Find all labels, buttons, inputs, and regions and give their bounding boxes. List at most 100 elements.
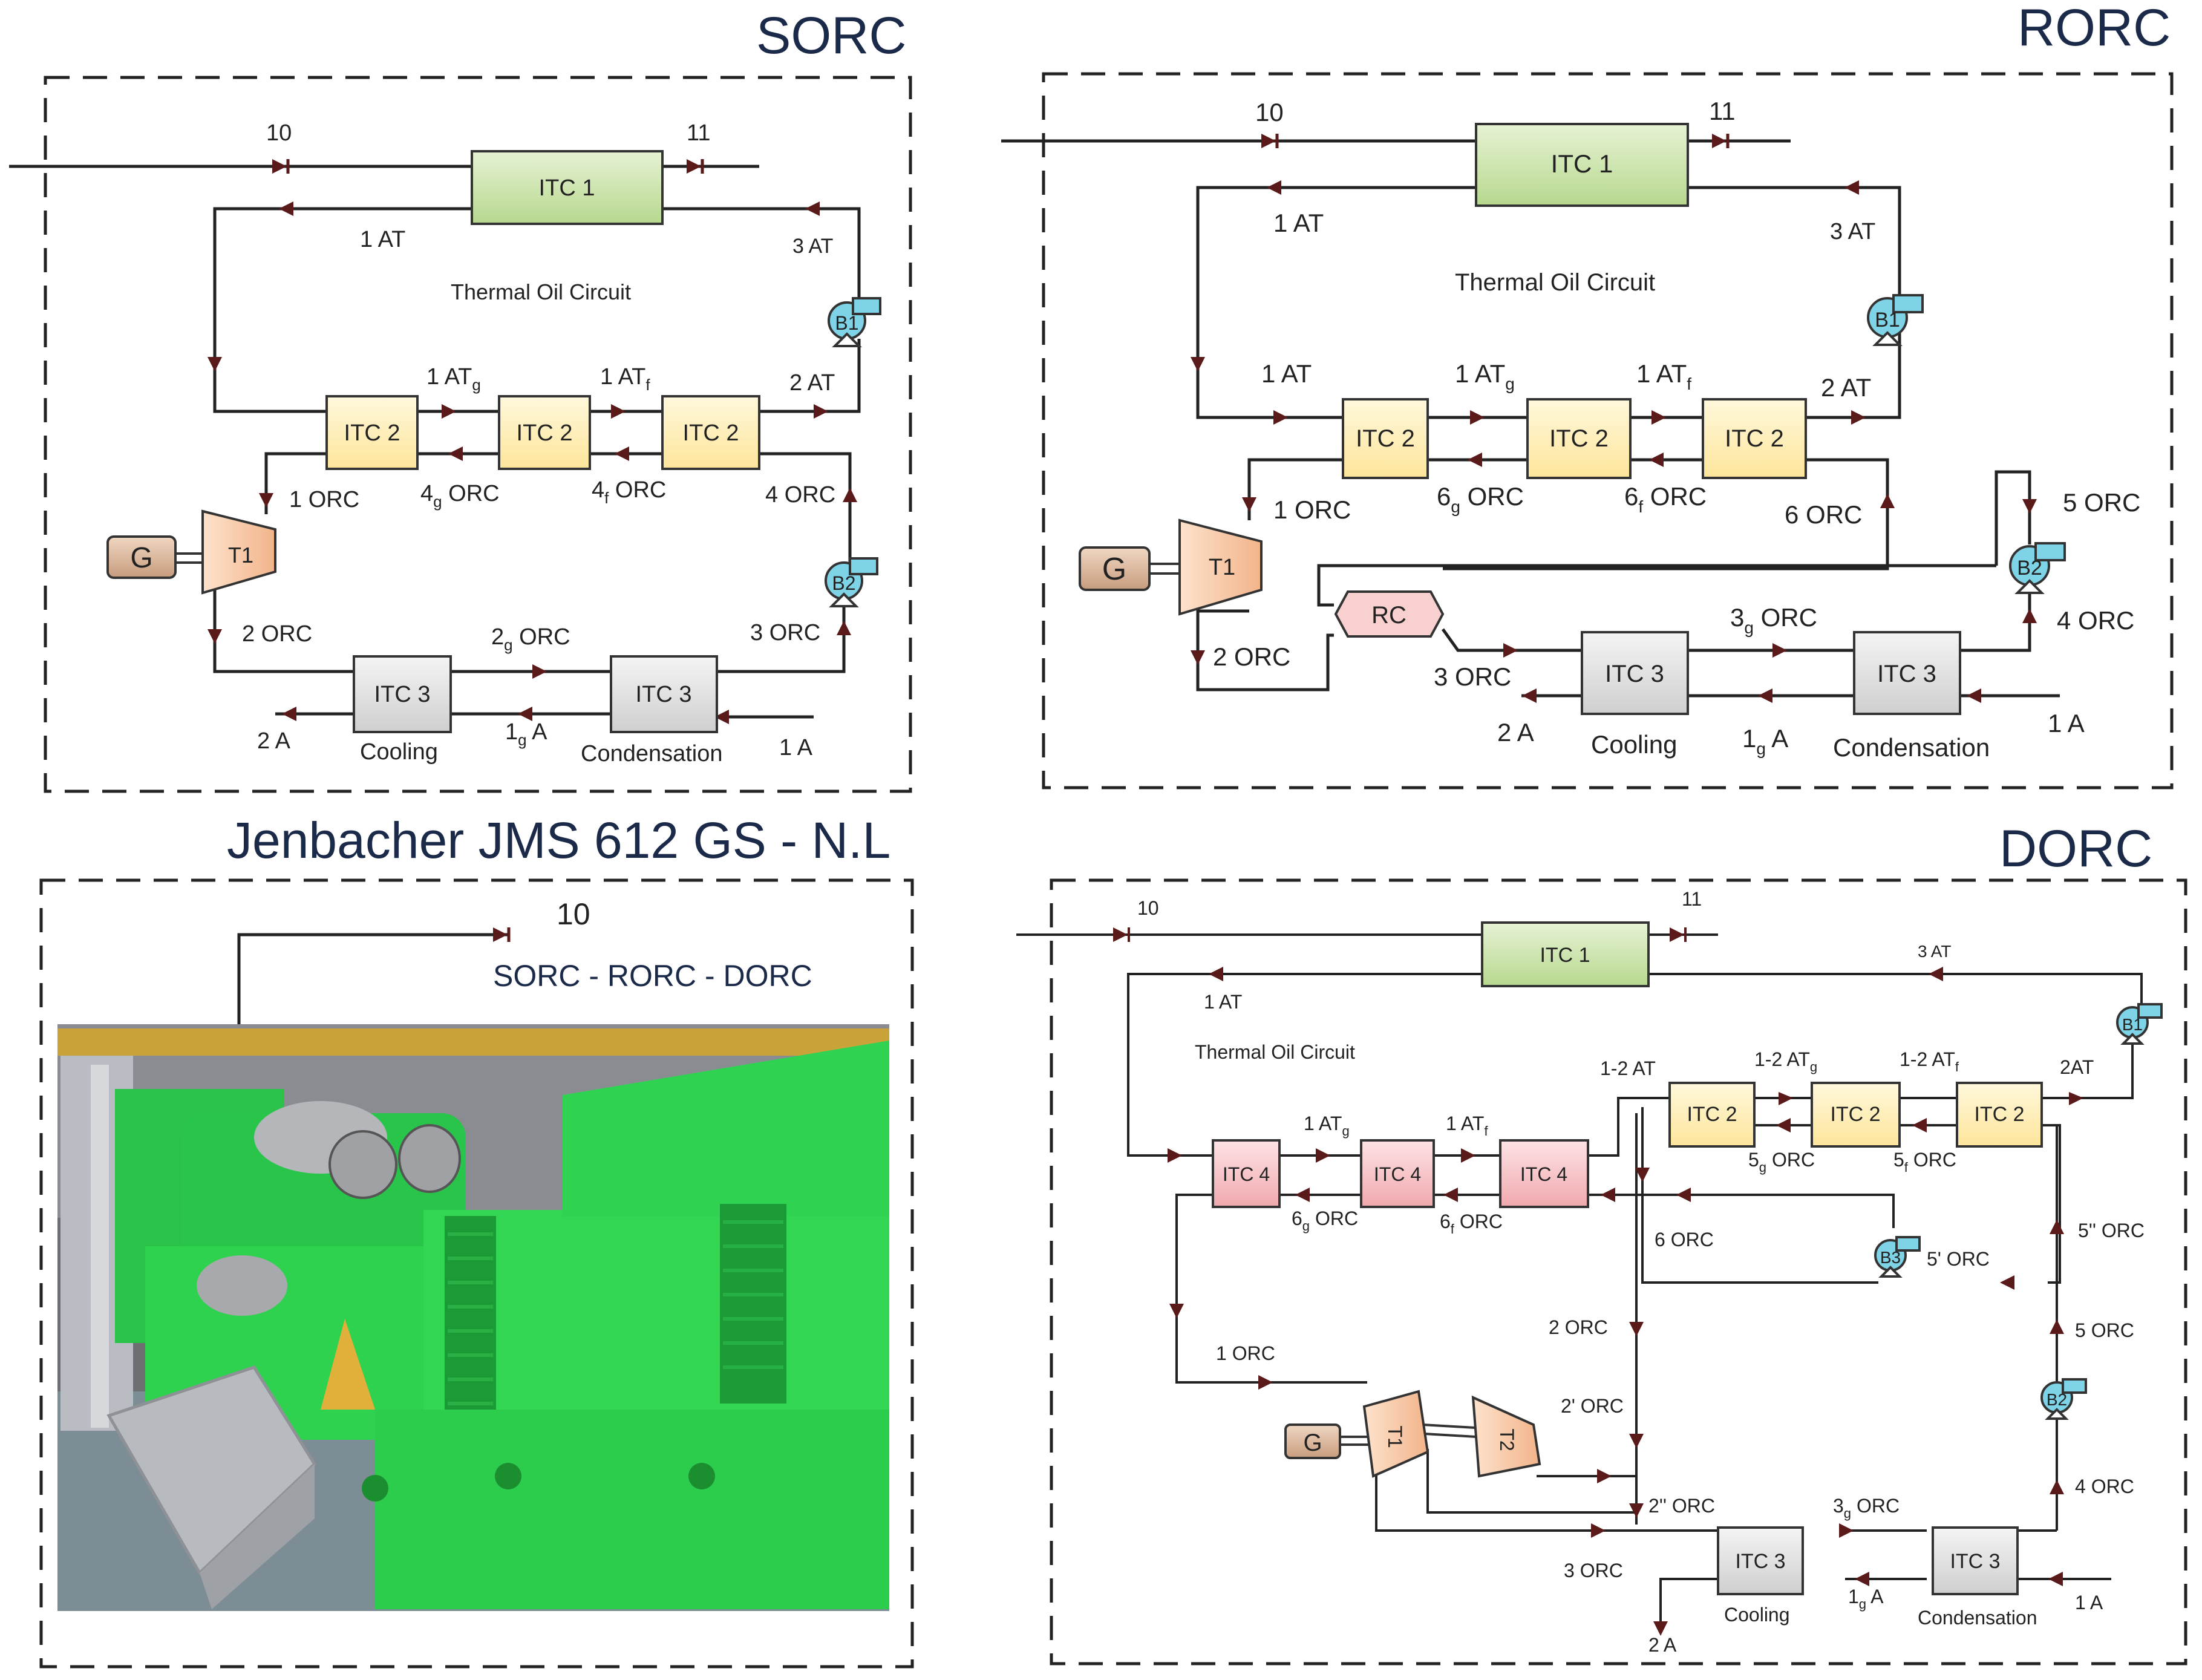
dorc-1-2atf: 1-2 ATf [1900, 1048, 1959, 1074]
dorc-itc4a-label: ITC 4 [1223, 1163, 1270, 1185]
dorc-condensation: Condensation [1918, 1607, 2037, 1629]
dorc-1orc: 1 ORC [1216, 1342, 1275, 1364]
sorc-title: SORC [756, 7, 906, 65]
rorc-itc2b-label: ITC 2 [1549, 425, 1609, 452]
dorc-2at: 2AT [2060, 1056, 2094, 1078]
sorc-s11: 11 [687, 120, 710, 146]
rorc-itc2a-label: ITC 2 [1356, 425, 1415, 452]
sorc-itc3b-label: ITC 3 [636, 682, 692, 707]
rorc-recuperator-icon [1334, 590, 1445, 638]
dorc-gen-label: G [1303, 1430, 1322, 1456]
rorc-6orc: 6 ORC [1785, 500, 1862, 529]
sorc-4orc: 4 ORC [765, 482, 835, 508]
dorc-b2-label: B2 [2047, 1390, 2067, 1409]
dorc-3at: 3 AT [1918, 942, 1952, 961]
dorc-s10: 10 [1137, 897, 1159, 919]
dorc-1atg: 1 ATg [1304, 1113, 1350, 1139]
rorc-generator-icon [1079, 546, 1151, 591]
dorc-2orc: 2 ORC [1549, 1316, 1608, 1338]
rorc-1ga: 1g A [1742, 724, 1788, 758]
rorc-cooling: Cooling [1591, 730, 1677, 759]
dorc-6forc: 6f ORC [1440, 1211, 1503, 1237]
dorc-pump-b3-icon [1874, 1236, 1921, 1278]
rorc-itc2a-box [1342, 398, 1429, 479]
rorc-1atf: 1 ATf [1636, 359, 1691, 393]
dorc-5porc: 5' ORC [1927, 1248, 1990, 1270]
sorc-2a: 2 A [257, 728, 291, 754]
engine-title: Jenbacher JMS 612 GS - N.L [227, 812, 890, 869]
engine-subtitle: SORC - RORC - DORC [493, 959, 812, 993]
rorc-3orc: 3 ORC [1434, 662, 1511, 691]
rorc-s10: 10 [1255, 98, 1284, 126]
sorc-condensation: Condensation [581, 741, 723, 766]
rorc-b2-label: B2 [2017, 557, 2042, 580]
dorc-itc2c-label: ITC 2 [1974, 1103, 2024, 1126]
dorc-diagram: DORC [1016, 820, 2187, 1665]
dorc-itc2a-label: ITC 2 [1687, 1103, 1737, 1126]
sorc-itc2b-label: ITC 2 [517, 420, 573, 446]
sorc-itc1-box [471, 150, 664, 225]
rorc-2orc: 2 ORC [1213, 642, 1290, 671]
dorc-itc4a-box [1212, 1139, 1281, 1208]
sorc-generator-icon [106, 535, 177, 579]
dorc-itc2c-box [1956, 1082, 2043, 1148]
sorc-itc2c-label: ITC 2 [683, 420, 739, 446]
rorc-itc1-label: ITC 1 [1551, 149, 1613, 178]
dorc-5forc: 5f ORC [1893, 1149, 1956, 1175]
dorc-3gorc: 3g ORC [1833, 1495, 1900, 1521]
dorc-itc3a-label: ITC 3 [1735, 1550, 1785, 1573]
dorc-t1-label: T1 [1384, 1425, 1406, 1448]
rorc-1orc: 1 ORC [1273, 495, 1351, 524]
dorc-itc2a-box [1668, 1082, 1756, 1148]
dorc-frame [1050, 878, 2187, 1665]
rorc-s11: 11 [1709, 97, 1736, 125]
sorc-3at: 3 AT [792, 235, 833, 258]
dorc-2pporc: 2'' ORC [1648, 1495, 1715, 1517]
engine-stream-10: 10 [557, 897, 590, 931]
rorc-itc2c-label: ITC 2 [1725, 425, 1784, 452]
rorc-2at: 2 AT [1821, 373, 1871, 402]
sorc-b1-label: B1 [835, 312, 858, 334]
sorc-itc3b-box [610, 655, 718, 733]
dorc-turbine-t1-icon [1362, 1390, 1429, 1478]
sorc-1orc: 1 ORC [289, 487, 359, 512]
sorc-2gorc: 2g ORC [491, 624, 570, 654]
rorc-itc3a-label: ITC 3 [1605, 661, 1664, 687]
dorc-5pporc: 5'' ORC [2078, 1220, 2145, 1241]
sorc-itc2b-box [498, 395, 591, 470]
rorc-frame [1042, 72, 2174, 789]
rorc-title: RORC [2017, 0, 2171, 57]
rorc-3gorc: 3g ORC [1730, 603, 1817, 637]
sorc-pump-b2-icon [825, 557, 878, 607]
rorc-4orc: 4 ORC [2057, 606, 2134, 635]
rorc-rc-label: RC [1371, 602, 1406, 629]
sorc-1atg: 1 ATg [426, 364, 481, 394]
dorc-2porc: 2' ORC [1561, 1395, 1624, 1417]
rorc-itc1-box [1475, 123, 1689, 207]
dorc-itc3b-box [1932, 1526, 2019, 1595]
rorc-lines [1001, 139, 2060, 698]
sorc-t1-label: T1 [228, 543, 253, 567]
rorc-pump-b2-icon [2009, 542, 2066, 594]
rorc-turbine-icon [1178, 518, 1263, 616]
dorc-5orc: 5 ORC [2075, 1319, 2134, 1341]
sorc-diagram: SORC [9, 7, 912, 793]
dorc-itc3b-label: ITC 3 [1950, 1550, 2000, 1573]
rorc-arrows [1191, 134, 2037, 703]
dorc-arrows [1113, 927, 2083, 1636]
dorc-itc3a-box [1717, 1526, 1804, 1595]
rorc-6gorc: 6g ORC [1437, 482, 1524, 516]
sorc-frame [44, 76, 912, 793]
rorc-itc2b-box [1526, 398, 1632, 479]
rorc-gen-label: G [1102, 552, 1126, 587]
sorc-4gorc: 4g ORC [420, 481, 500, 511]
sorc-2orc: 2 ORC [242, 621, 312, 647]
dorc-1-2at: 1-2 AT [1600, 1057, 1656, 1079]
dorc-1atf: 1 ATf [1446, 1113, 1488, 1139]
rorc-1a: 1 A [2048, 709, 2085, 737]
sorc-arrows [207, 159, 857, 724]
sorc-itc2c-box [661, 395, 760, 470]
dorc-b3-label: B3 [1880, 1248, 1901, 1267]
dorc-itc4c-box [1499, 1139, 1589, 1208]
dorc-6gorc: 6g ORC [1292, 1208, 1358, 1234]
